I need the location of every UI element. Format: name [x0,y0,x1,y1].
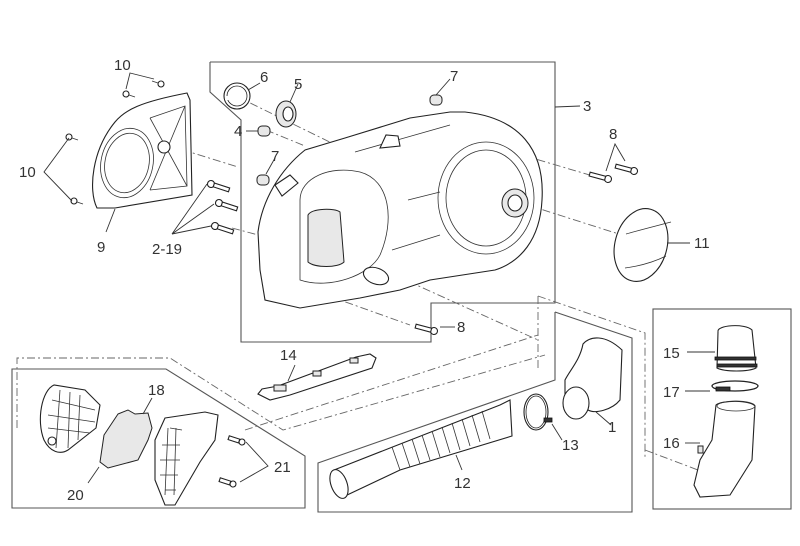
part-8-screws[interactable] [414,163,639,336]
callout-1: 1 [608,419,616,436]
callout-16: 16 [663,435,680,452]
callout-8-right: 8 [609,126,617,143]
callout-6: 6 [260,69,268,86]
leader-lines [43,72,715,484]
filter-box-frame [11,354,546,509]
part-1-elbow-duct[interactable] [562,337,623,420]
part-14-rail[interactable] [257,353,377,401]
callout-14: 14 [280,347,297,364]
part-6-circlip[interactable] [223,82,251,110]
part-2-19-screws[interactable] [206,179,239,236]
main-cover-frame [209,61,556,343]
callout-labels: 10 10 9 2-19 6 5 4 7 7 3 8 11 8 14 18 20… [19,57,710,504]
part-4-bushing[interactable] [257,125,271,137]
callout-15: 15 [663,345,680,362]
callout-13: 13 [562,437,579,454]
part-3-transmission-cover[interactable] [257,111,543,309]
part-17-clamp[interactable] [711,380,759,392]
part-12-intake-hose[interactable] [326,399,513,501]
callout-10-left: 10 [19,164,36,181]
callout-18: 18 [148,382,165,399]
part-18-filter-element[interactable] [99,409,153,469]
callout-2-19: 2-19 [152,241,182,258]
callout-5: 5 [294,76,302,93]
callout-7-left: 7 [271,148,279,165]
part-11-cover-cap[interactable] [606,203,675,288]
part-filter-housing-left[interactable] [39,384,101,453]
callout-17: 17 [663,384,680,401]
callout-12: 12 [454,475,471,492]
callout-11: 11 [694,235,710,252]
duct-frame [317,295,646,513]
callout-7-top: 7 [450,68,458,85]
part-16-snorkel-tube[interactable] [693,400,756,498]
part-13-hose-clamp[interactable] [523,393,553,431]
callout-3: 3 [583,98,591,115]
part-10-screws[interactable] [65,80,165,205]
part-9-inner-cover[interactable] [92,92,193,209]
callout-20: 20 [67,487,84,504]
callout-4: 4 [234,123,242,140]
part-5-bearing[interactable] [275,100,297,128]
snorkel-frame [652,308,792,510]
part-15-filter-cap[interactable] [714,325,758,372]
callout-21: 21 [274,459,291,476]
part-21-screws[interactable] [218,435,246,488]
callout-9: 9 [97,239,105,256]
callout-8-bottom: 8 [457,319,465,336]
callout-10-top: 10 [114,57,131,74]
part-filter-housing-right[interactable] [154,411,219,506]
